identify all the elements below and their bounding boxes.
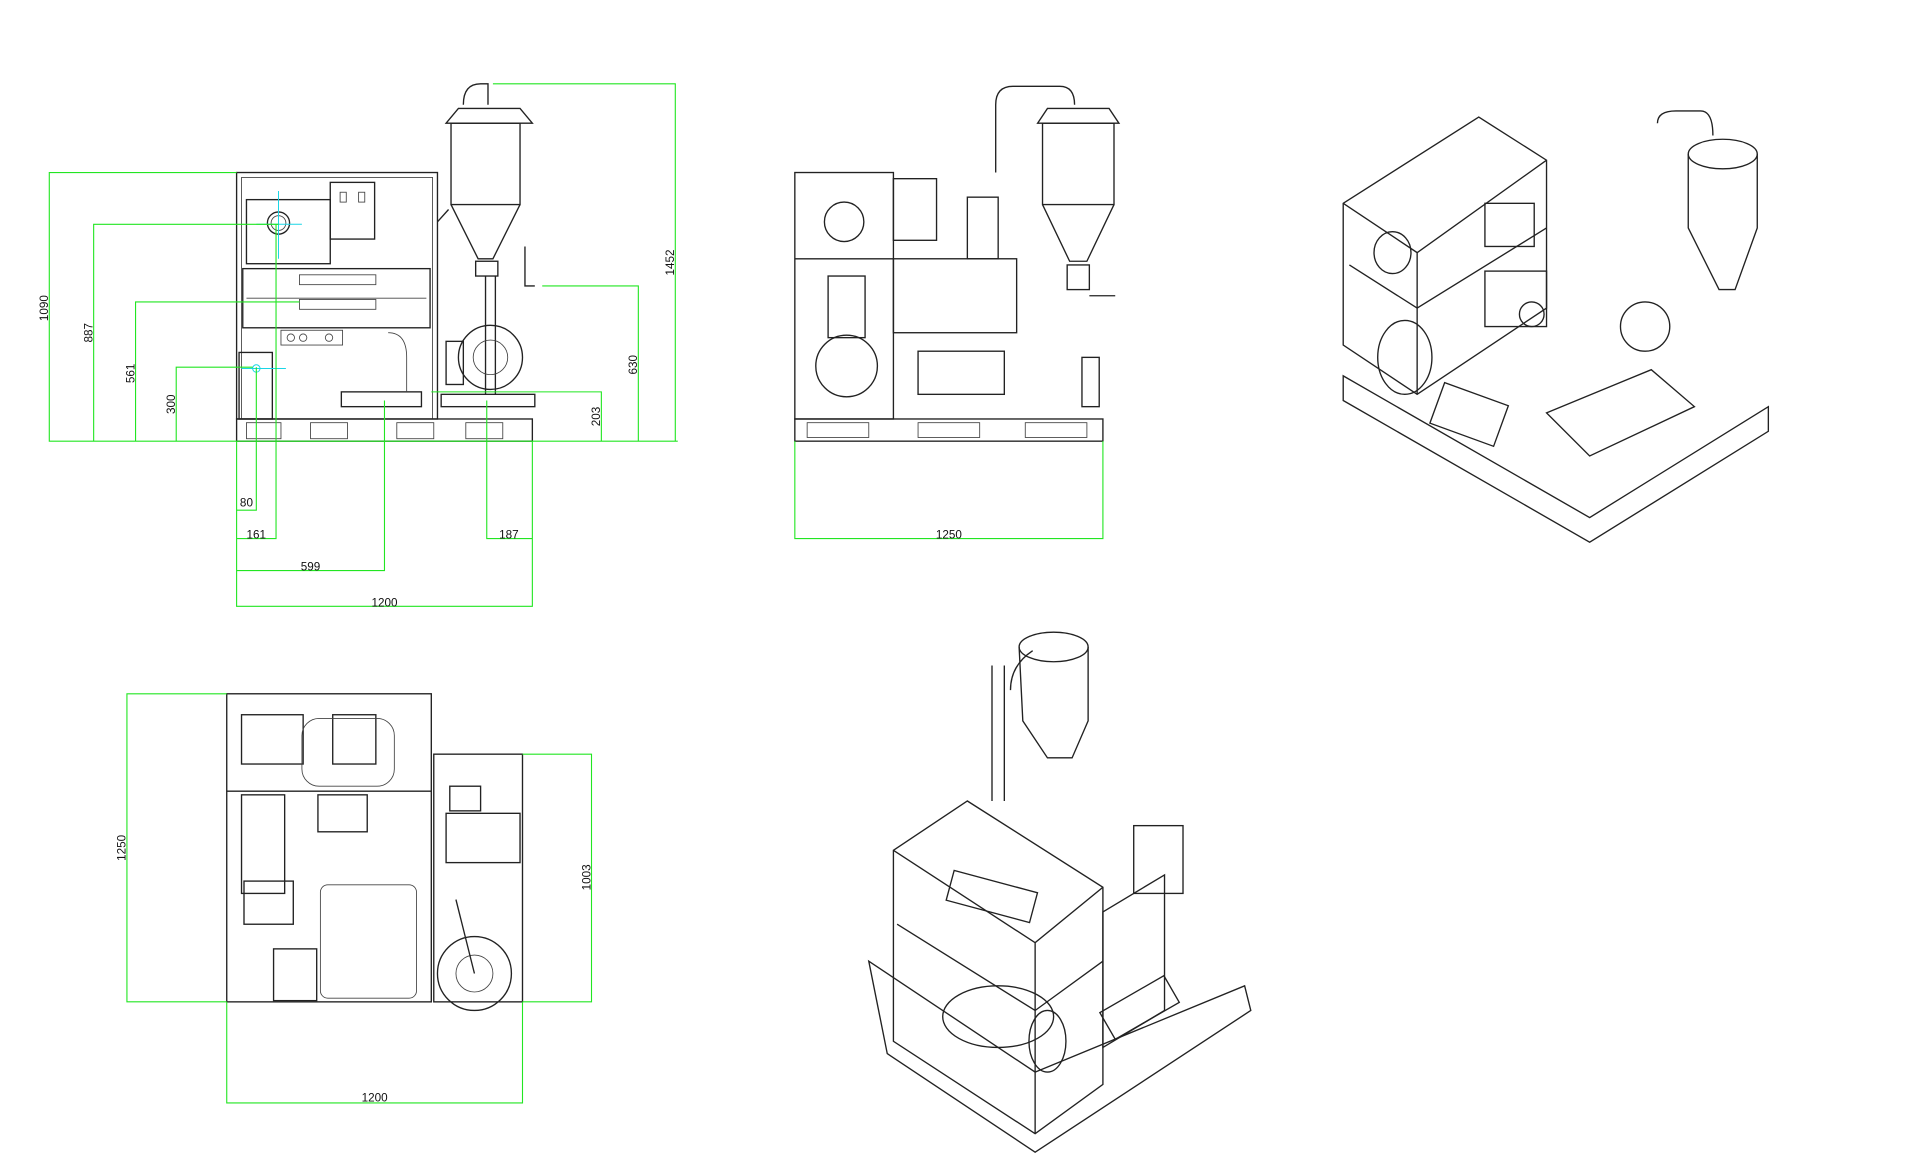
dim-187: 187 xyxy=(499,529,519,542)
dim-1200-front: 1200 xyxy=(371,596,398,609)
dim-599: 599 xyxy=(301,561,321,574)
dim-887: 887 xyxy=(82,323,95,343)
front-frame xyxy=(235,171,439,420)
dim-161: 161 xyxy=(247,529,267,542)
drawer-unit xyxy=(242,267,431,329)
dim-203: 203 xyxy=(590,407,603,427)
dim-1250-side: 1250 xyxy=(936,529,963,542)
dim-1090: 1090 xyxy=(38,295,51,322)
dim-80: 80 xyxy=(240,496,254,509)
control-box xyxy=(329,181,376,240)
dim-1003: 1003 xyxy=(580,864,593,890)
front-hopper xyxy=(436,83,536,408)
front-centerlines xyxy=(241,191,302,369)
dim-1452: 1452 xyxy=(664,249,677,275)
dim-1250-top: 1250 xyxy=(116,834,129,861)
front-dimensions: 1090 887 561 300 1452 630 203 80 161 599… xyxy=(38,83,678,609)
side-view: 1250 xyxy=(794,85,1121,542)
top-view: 1250 1003 1200 xyxy=(116,693,593,1105)
isometric-view-front xyxy=(867,631,1252,1154)
dim-300: 300 xyxy=(165,394,178,414)
isometric-view-rear xyxy=(1342,110,1770,544)
dim-1200-top: 1200 xyxy=(362,1092,389,1105)
dim-561: 561 xyxy=(124,364,137,384)
front-view: 1090 887 561 300 1452 630 203 80 161 599… xyxy=(38,83,678,609)
dim-630: 630 xyxy=(627,355,640,375)
pump-motor-box xyxy=(245,198,331,265)
